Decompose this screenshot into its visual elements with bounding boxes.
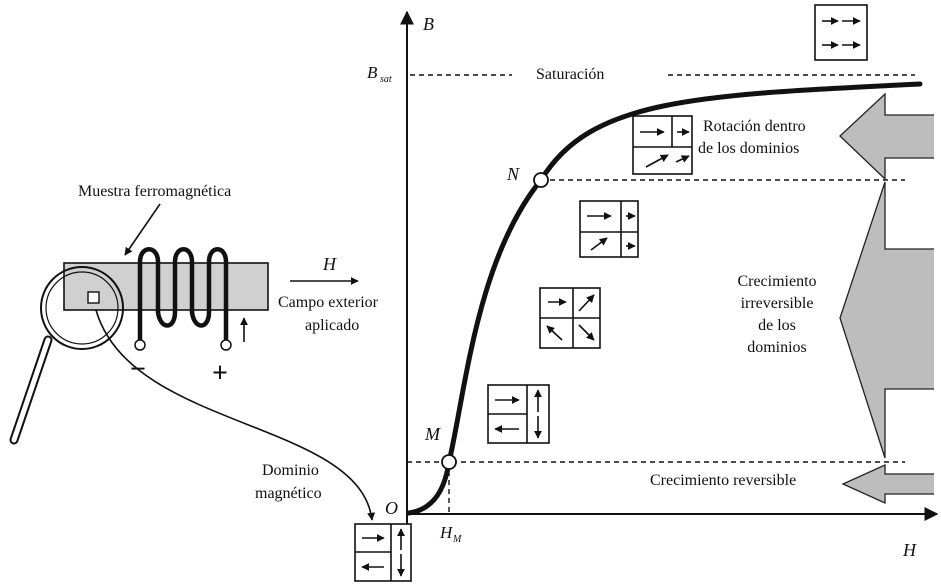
domain-box-initial — [354, 523, 412, 582]
point-m-label: M — [424, 424, 441, 444]
bsat-label: B — [367, 63, 378, 82]
magnetization-curve — [406, 81, 923, 516]
rotation-label-line2: de los dominios — [698, 140, 799, 157]
reference-lines — [407, 74, 915, 514]
field-label-line1: Campo exterior — [278, 294, 379, 311]
domain-box-saturation — [814, 4, 868, 61]
terminal-positive — [220, 339, 232, 351]
hm-label: H — [439, 523, 454, 542]
reversible-range-arrow — [841, 463, 934, 505]
domain-box-irreversible-1 — [579, 200, 639, 258]
y-axis-label: B — [423, 14, 434, 34]
field-h-label: H — [322, 254, 337, 274]
domain-box-rotation — [632, 115, 693, 175]
magnifying-glass-icon — [9, 266, 124, 445]
point-n-label: N — [506, 164, 520, 184]
domain-label-line2: magnético — [255, 485, 322, 502]
irreversible-label-line2: irreversible — [741, 295, 814, 312]
domain-label-line1: Dominio — [262, 462, 319, 479]
origin-label: O — [385, 498, 398, 518]
irreversible-range-arrow — [839, 181, 934, 459]
axes: B H O B sat H M — [367, 10, 939, 560]
irreversible-label-line3: de los — [758, 317, 796, 334]
domain-pointer — [95, 309, 376, 521]
irreversible-label-line4: dominios — [747, 339, 807, 356]
point-n — [533, 172, 549, 188]
domain-box-reversible — [487, 384, 550, 444]
rotation-label-line1: Rotación dentro — [703, 118, 806, 135]
range-arrows — [839, 92, 934, 505]
saturation-label: Saturación — [536, 66, 604, 83]
plus-sign: + — [212, 358, 228, 389]
coil — [137, 247, 229, 343]
domain-box-irreversible-2 — [539, 287, 601, 349]
point-m — [441, 454, 457, 470]
terminal-negative — [134, 339, 146, 351]
sample-label: Muestra ferromagnética — [78, 183, 231, 200]
rotation-range-arrow — [839, 92, 934, 181]
irreversible-label-line1: Crecimiento — [737, 273, 816, 290]
hm-subscript: M — [452, 534, 462, 545]
field-label-line2: aplicado — [305, 317, 359, 334]
bsat-subscript: sat — [380, 74, 392, 85]
reversible-label: Crecimiento reversible — [650, 472, 796, 489]
sample-pointer — [124, 203, 161, 256]
x-axis-label: H — [902, 540, 917, 560]
